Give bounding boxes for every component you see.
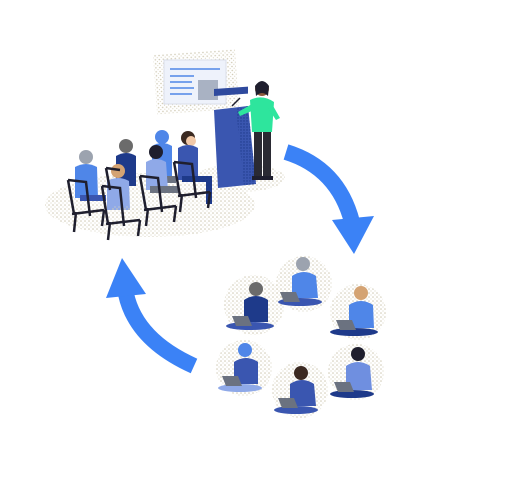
laptop-icon <box>278 398 298 408</box>
laptop-icon <box>334 382 354 392</box>
remote-participant <box>272 362 328 418</box>
remote-participant <box>216 340 272 396</box>
audience-member <box>146 145 178 193</box>
audience-member <box>116 139 136 186</box>
presentation-scene <box>45 49 285 241</box>
laptop-icon <box>222 376 242 386</box>
laptop-icon <box>336 320 356 330</box>
laptop-icon <box>232 316 252 326</box>
remote-participant <box>224 275 284 335</box>
remote-participant <box>276 256 332 312</box>
remote-meeting-scene <box>216 256 386 418</box>
remote-participant <box>328 344 384 400</box>
presentation-screen-icon <box>153 49 239 115</box>
chair <box>104 166 121 191</box>
presenter <box>238 81 280 180</box>
remote-participant <box>330 284 386 340</box>
chair <box>66 178 106 233</box>
cycle-arrow-icon <box>283 144 374 254</box>
chair <box>138 174 178 227</box>
podium <box>214 86 256 188</box>
laptop-icon <box>280 292 300 302</box>
chair <box>172 160 212 213</box>
chair <box>100 184 142 241</box>
cycle-arrow-icon <box>106 258 198 374</box>
